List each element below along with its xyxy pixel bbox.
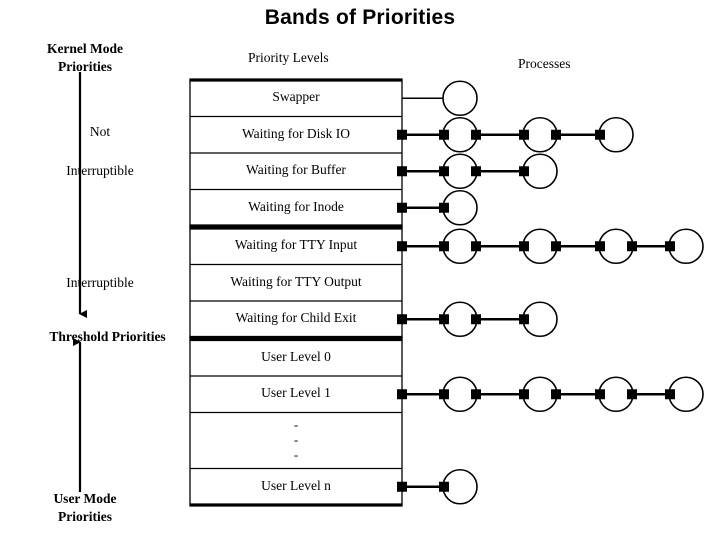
page-title: Bands of Priorities <box>264 6 456 29</box>
user-mode-label: User Mode Priorities <box>0 490 170 526</box>
interruptible-upper-label: Interruptible <box>66 163 134 178</box>
kernel-mode-label-line1: Kernel Mode <box>46 41 124 56</box>
process-queue-links <box>397 80 704 505</box>
priority-level-row[interactable]: Swapper <box>272 89 320 105</box>
interruptible-lower-label: Interruptible <box>66 275 134 290</box>
priority-level-row[interactable]: Waiting for Disk IO <box>241 125 351 141</box>
priority-level-row[interactable]: User Level 0 <box>261 348 331 364</box>
ellipsis-marks: --- <box>190 417 402 462</box>
processes-header: Processes <box>518 56 571 71</box>
priority-level-row[interactable]: Waiting for TTY Input <box>234 237 358 253</box>
kernel-mode-label-line2: Priorities <box>58 58 112 74</box>
priority-level-row[interactable]: Waiting for Inode <box>248 198 344 214</box>
user-mode-label-line1: User Mode <box>53 491 117 506</box>
priority-level-row[interactable]: User Level n <box>261 477 331 493</box>
not-label: Not <box>89 124 111 139</box>
kernel-mode-label: Kernel Mode Priorities <box>0 40 170 76</box>
priority-level-row[interactable]: Waiting for Child Exit <box>235 310 357 326</box>
ellipsis-mark: - <box>293 416 299 432</box>
priority-level-row[interactable]: Waiting for TTY Output <box>230 273 362 289</box>
user-mode-label-line2: Priorities <box>58 508 112 524</box>
ellipsis-mark: - <box>293 446 299 462</box>
priority-level-boxes <box>189 78 403 507</box>
ellipsis-mark: - <box>293 431 299 447</box>
priority-levels-header: Priority Levels <box>248 50 329 65</box>
priority-level-row[interactable]: Waiting for Buffer <box>246 162 346 178</box>
priority-level-row[interactable]: User Level 1 <box>261 385 331 401</box>
